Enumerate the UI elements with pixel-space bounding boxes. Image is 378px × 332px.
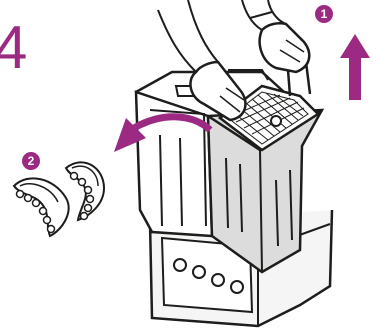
control-button — [193, 266, 205, 278]
control-button — [174, 259, 186, 271]
control-button — [231, 281, 243, 293]
control-button — [212, 274, 224, 286]
up-arrow-icon — [340, 34, 370, 100]
denture-icon — [14, 162, 104, 236]
